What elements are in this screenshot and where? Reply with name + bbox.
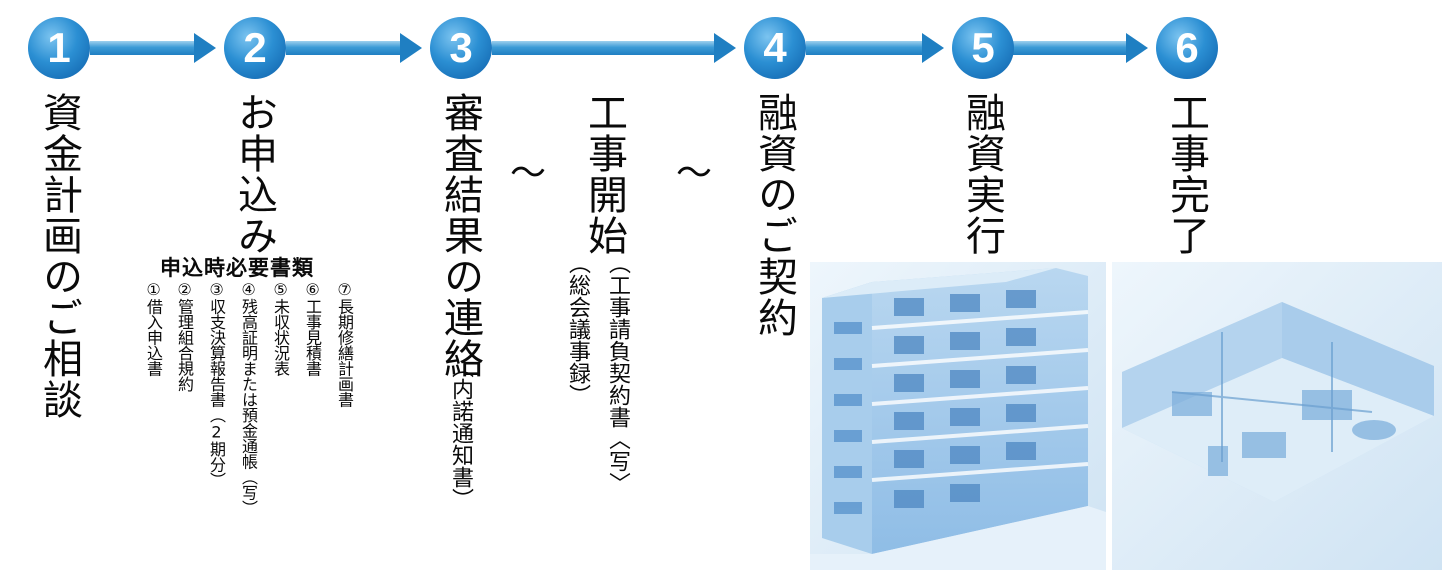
- step-5-label: 融資実行: [959, 92, 1005, 256]
- step-3-badge: 3: [430, 17, 492, 79]
- connector-3-4-head: [714, 33, 736, 63]
- tilde-right: 〜: [676, 153, 713, 194]
- step-4-label: 融資のご契約: [751, 92, 797, 338]
- step-6-badge: 6: [1156, 17, 1218, 79]
- connector-5-6-head: [1126, 33, 1148, 63]
- document-item-1: ①借入申込書: [144, 280, 163, 376]
- construction-start-label: 工事開始: [581, 92, 627, 256]
- step-5-badge: 5: [952, 17, 1014, 79]
- step-3-note: （内諾通知書）: [448, 356, 473, 510]
- building-exterior-illustration: [810, 262, 1106, 570]
- step-4-badge: 4: [744, 17, 806, 79]
- connector-5-6: [1012, 41, 1130, 55]
- step-2-badge: 2: [224, 17, 286, 79]
- step-6-label: 工事完了: [1163, 92, 1209, 256]
- connector-3-4: [492, 41, 718, 55]
- connector-1-2: [90, 41, 200, 55]
- document-item-4: ④残高証明または預金通帳（写）: [239, 280, 258, 516]
- connector-4-5: [806, 41, 926, 55]
- apartment-interior-illustration: [1112, 262, 1442, 570]
- step-1-label: 資金計画のご相談: [36, 92, 82, 420]
- step-3-label: 審査結果の連絡: [437, 92, 483, 379]
- construction-start-note-2: （総会議事録）: [565, 252, 590, 406]
- connector-2-3-head: [400, 33, 422, 63]
- document-item-6: ⑥工事見積書: [303, 280, 322, 376]
- documents-title: 申込時必要書類: [160, 256, 314, 280]
- step-1-badge: 1: [28, 17, 90, 79]
- document-item-5: ⑤未収状況表: [271, 280, 290, 376]
- document-item-7: ⑦長期修繕計画書: [335, 280, 354, 407]
- step-2-label: お申込み: [231, 92, 277, 256]
- construction-start-note-1: （工事請負契約書〈写〉: [605, 252, 630, 494]
- document-item-3: ③収支決算報告書（2期分）: [207, 280, 226, 488]
- connector-4-5-head: [922, 33, 944, 63]
- document-item-2: ②管理組合規約: [175, 280, 194, 392]
- tilde-left: 〜: [510, 153, 547, 194]
- connector-2-3: [286, 41, 404, 55]
- connector-1-2-head: [194, 33, 216, 63]
